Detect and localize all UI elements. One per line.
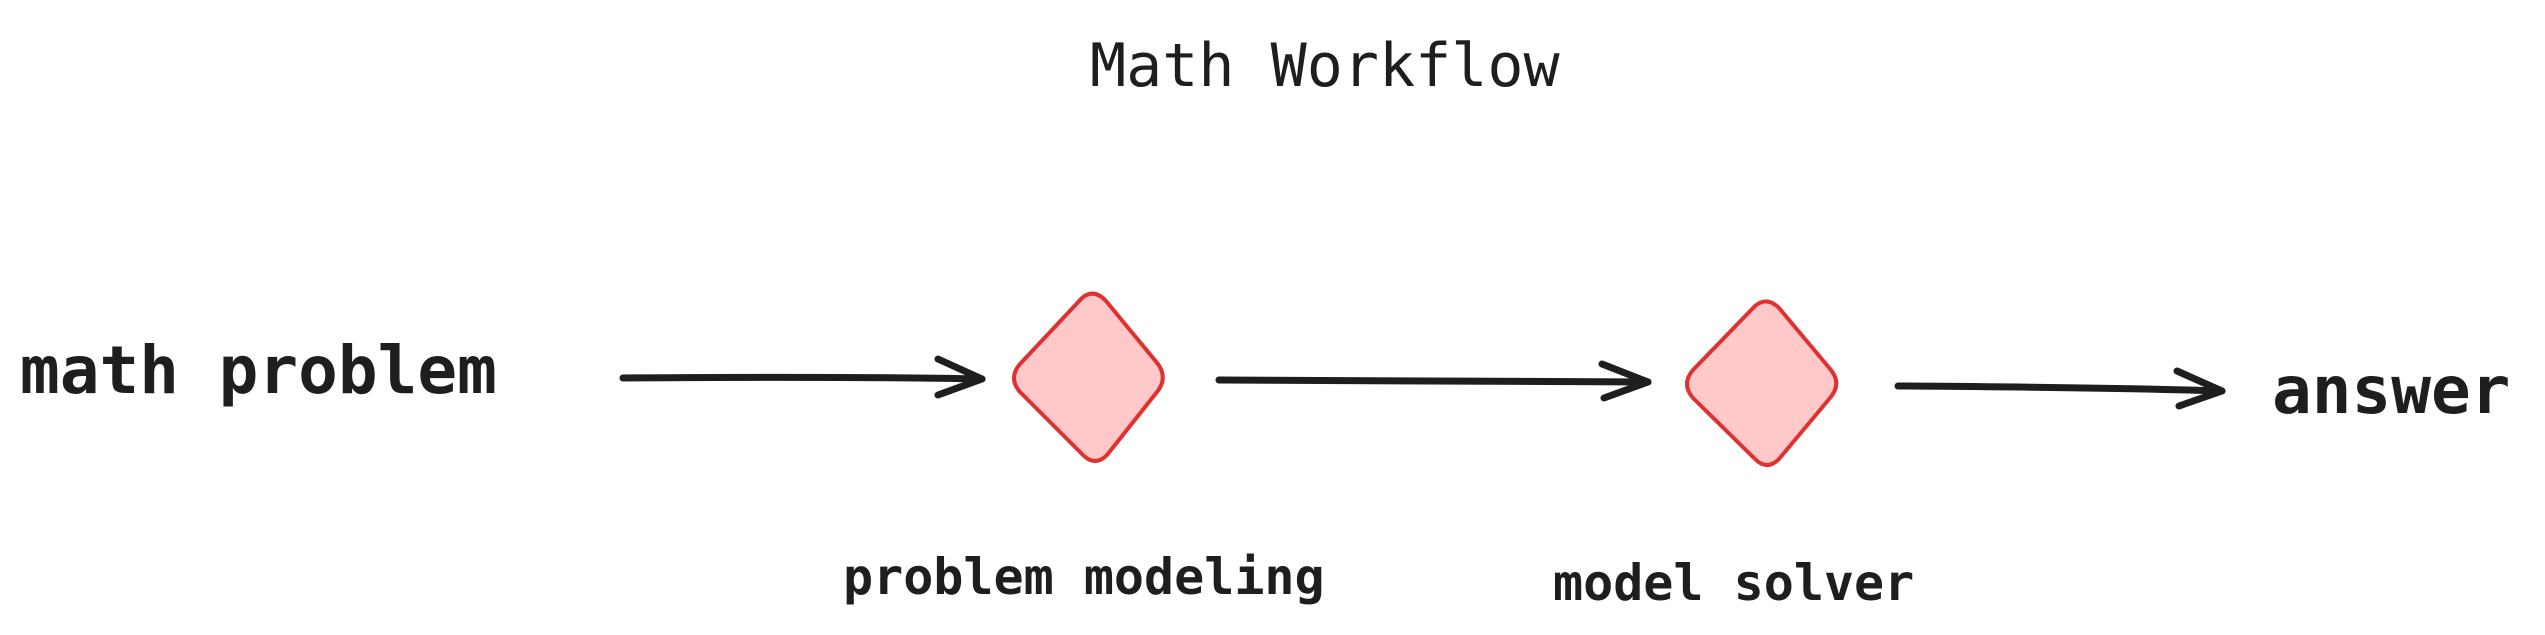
step-label-model-solver: model solver: [1553, 554, 1915, 612]
arrow-modeling-to-solver: [1215, 360, 1652, 402]
diagram-title: Math Workflow: [1090, 31, 1560, 101]
arrow-solver-to-answer: [1894, 367, 2226, 410]
decision-diamond-model-solver: [1685, 299, 1839, 467]
step-label-problem-modeling: problem modeling: [843, 548, 1325, 606]
decision-diamond-problem-modeling: [1012, 291, 1165, 463]
input-node-math-problem: math problem: [20, 332, 497, 409]
arrow-input-to-modeling: [619, 355, 986, 399]
output-node-answer: answer: [2272, 352, 2511, 429]
